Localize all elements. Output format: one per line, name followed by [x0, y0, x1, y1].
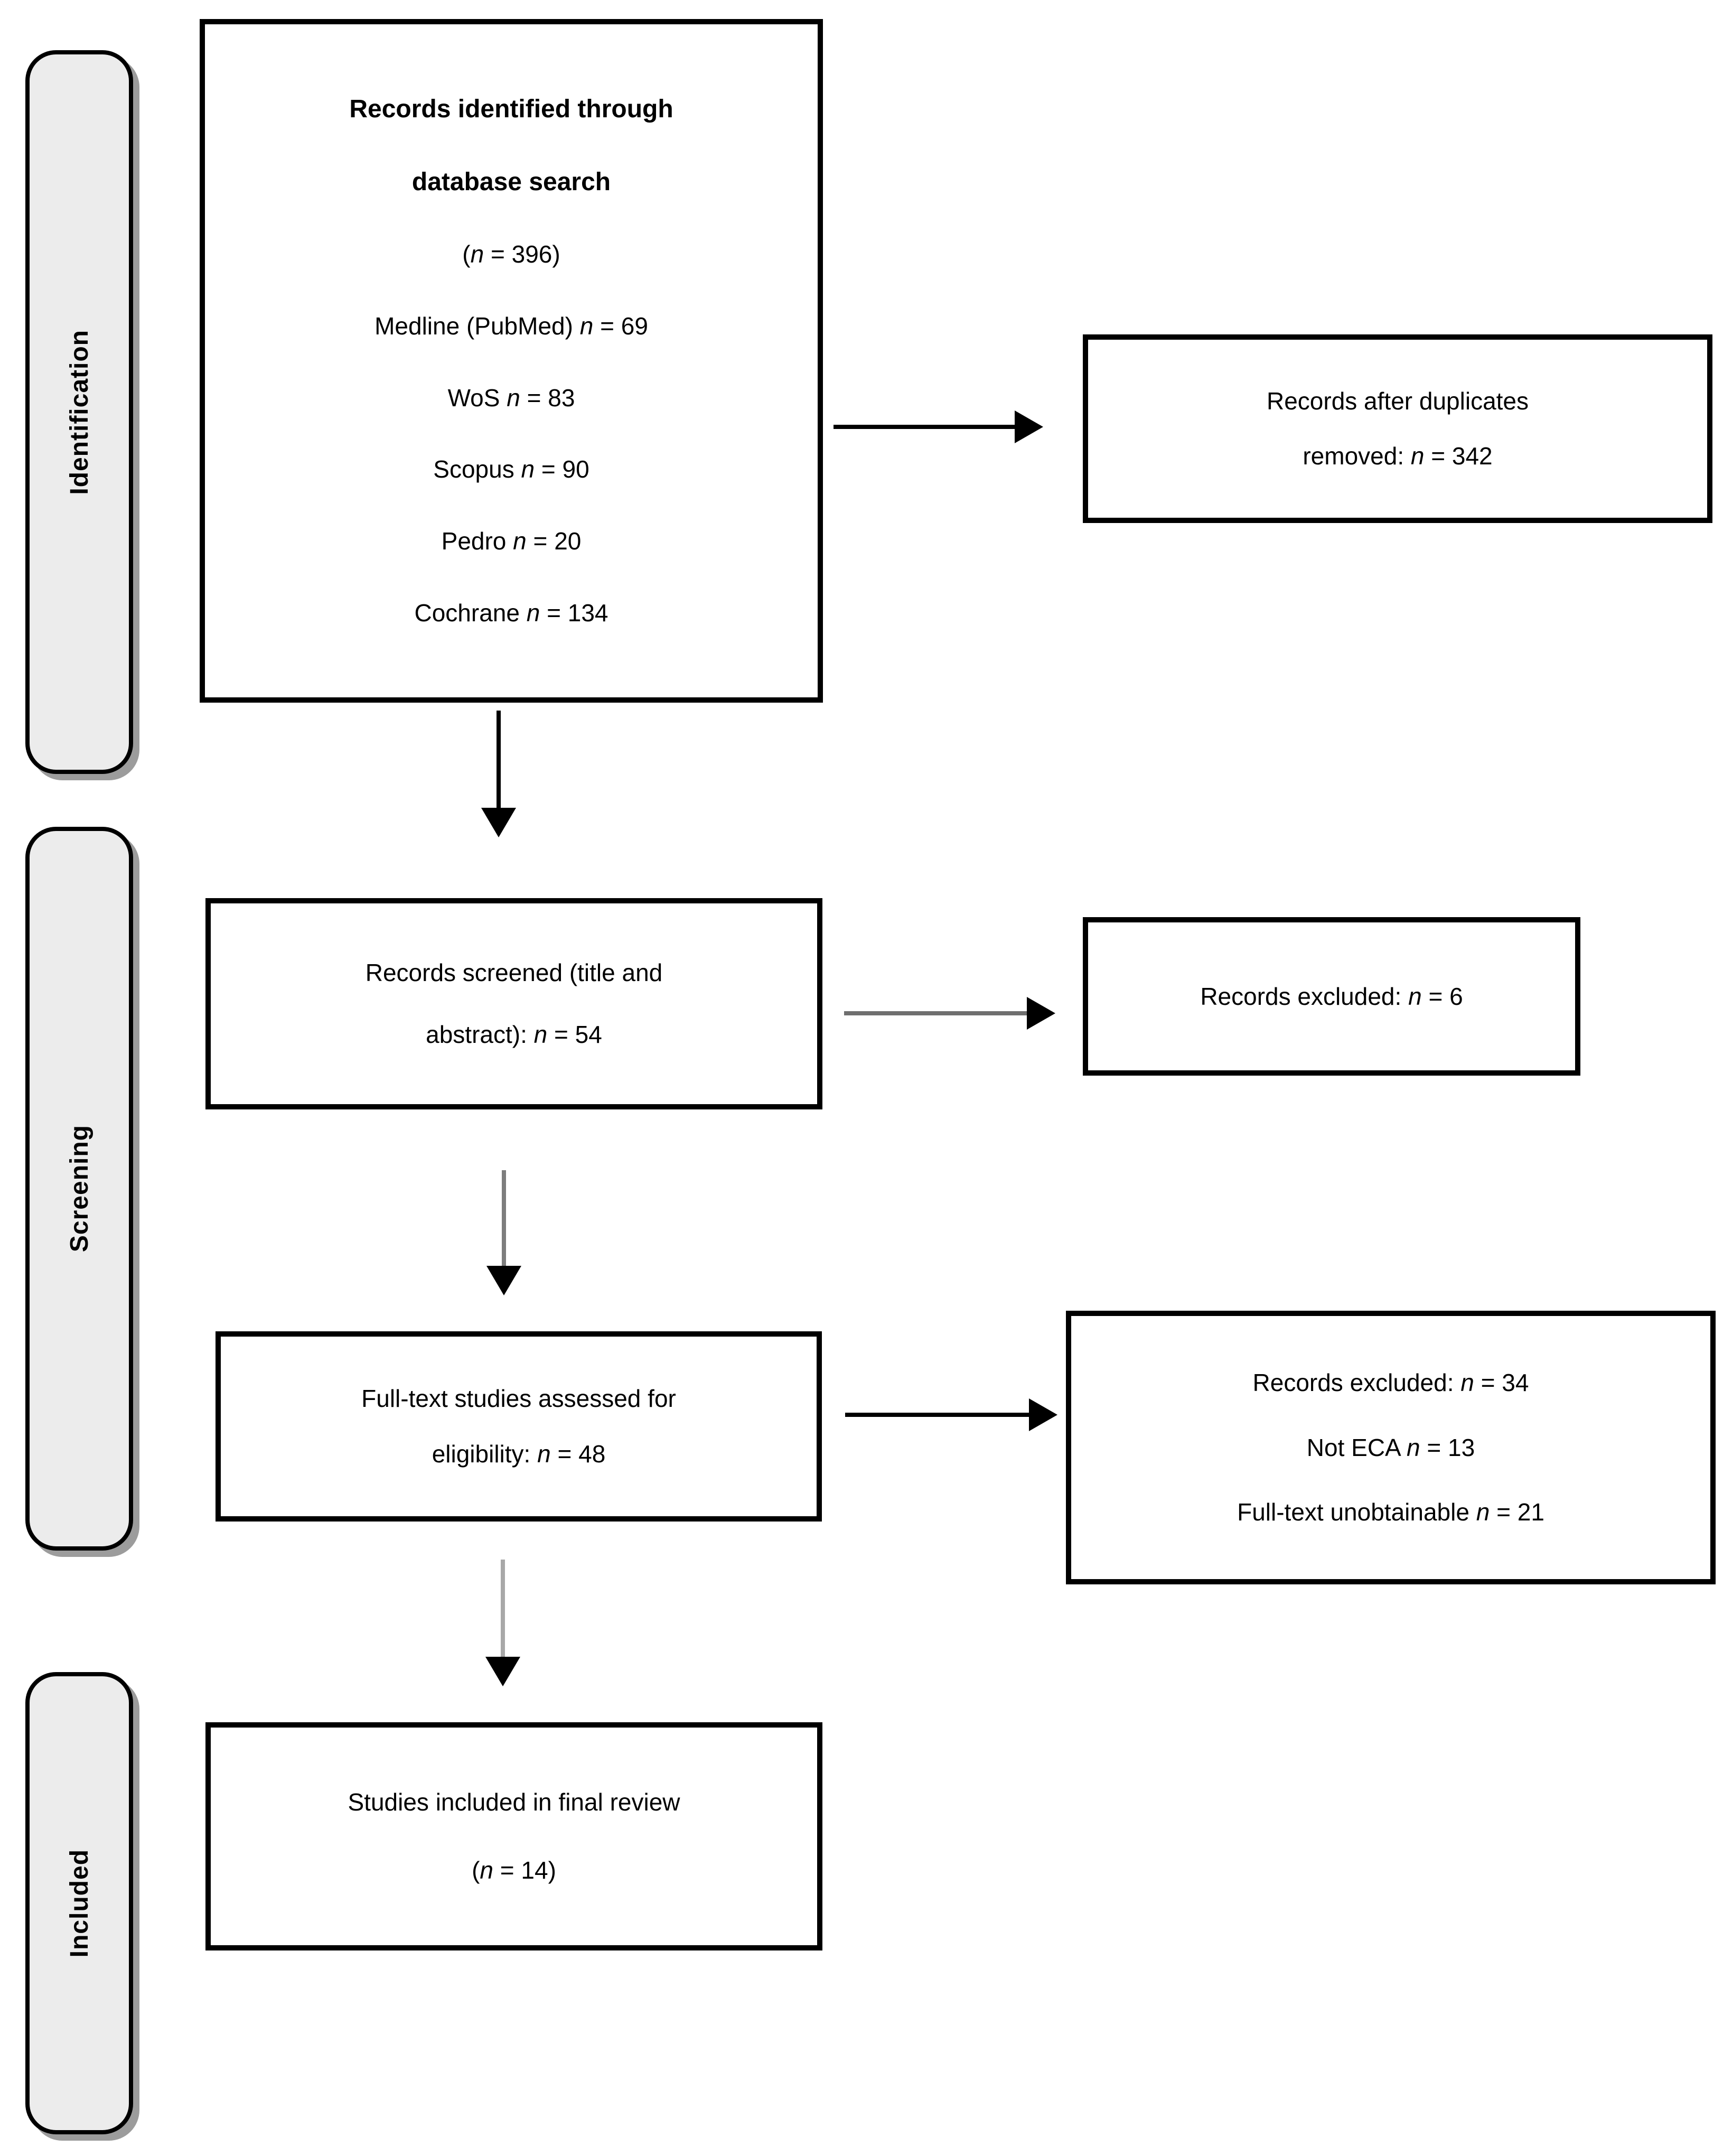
- stage-label-screening-text: Screening: [65, 1125, 93, 1253]
- box-line: Pedro n = 20: [441, 527, 582, 555]
- arrow-identified-to-duplicates: [834, 410, 1043, 444]
- box-line: Records after duplicates: [1266, 387, 1529, 415]
- arrow-shaft: [834, 425, 1015, 429]
- box-records-identified: Records identified through database sear…: [200, 19, 823, 703]
- stage-label-screening: Screening: [25, 827, 133, 1551]
- box-records-excluded-fulltext: Records excluded: n = 34 Not ECA n = 13 …: [1066, 1311, 1716, 1584]
- box-line: database search: [411, 168, 611, 196]
- box-line: Records identified through: [349, 95, 673, 123]
- box-line: Full-text studies assessed for: [361, 1385, 676, 1413]
- box-records-screened: Records screened (title and abstract): n…: [205, 898, 822, 1109]
- arrow-head-down-icon: [485, 1657, 520, 1686]
- box-line: removed: n = 342: [1303, 442, 1493, 470]
- arrow-shaft: [502, 1170, 506, 1266]
- stage-label-identification: Identification: [25, 50, 133, 774]
- arrow-identified-to-screened: [481, 711, 517, 837]
- box-line: WoS n = 83: [447, 384, 575, 412]
- stage-label-identification-text: Identification: [65, 329, 93, 495]
- box-line: Records excluded: n = 6: [1200, 982, 1463, 1010]
- arrow-screened-to-fulltext: [486, 1170, 522, 1295]
- box-line: (n = 396): [462, 240, 560, 268]
- arrow-head-right-icon: [1027, 997, 1055, 1030]
- box-line: Full-text unobtainable n = 21: [1237, 1498, 1544, 1526]
- box-line: Records screened (title and: [365, 958, 663, 986]
- box-line: (n = 14): [472, 1856, 556, 1884]
- arrow-shaft: [497, 711, 501, 808]
- box-fulltext-assessed: Full-text studies assessed for eligibili…: [216, 1331, 822, 1522]
- stage-label-included-text: Included: [65, 1849, 93, 1958]
- arrow-head-down-icon: [481, 808, 516, 837]
- box-studies-included-final: Studies included in final review (n = 14…: [205, 1722, 822, 1950]
- arrow-fulltext-to-excluded: [845, 1398, 1057, 1432]
- arrow-head-right-icon: [1015, 410, 1043, 443]
- box-line: Scopus n = 90: [433, 455, 589, 483]
- arrow-screened-to-excluded: [844, 996, 1055, 1030]
- arrow-head-right-icon: [1029, 1398, 1057, 1431]
- arrow-shaft: [501, 1560, 505, 1657]
- box-duplicates-removed: Records after duplicates removed: n = 34…: [1083, 334, 1712, 523]
- box-records-excluded-screening: Records excluded: n = 6: [1083, 917, 1580, 1076]
- arrow-shaft: [845, 1413, 1029, 1417]
- arrow-fulltext-to-included: [485, 1560, 521, 1686]
- box-line: Cochrane n = 134: [414, 599, 608, 627]
- box-line: abstract): n = 54: [426, 1021, 602, 1049]
- stage-label-included: Included: [25, 1672, 133, 2134]
- arrow-head-down-icon: [486, 1266, 521, 1295]
- box-line: Not ECA n = 13: [1306, 1433, 1475, 1461]
- arrow-shaft: [844, 1011, 1027, 1015]
- box-line: Medline (PubMed) n = 69: [374, 312, 648, 340]
- box-line: Studies included in final review: [348, 1788, 680, 1816]
- box-line: eligibility: n = 48: [432, 1440, 606, 1468]
- box-line: Records excluded: n = 34: [1252, 1368, 1529, 1396]
